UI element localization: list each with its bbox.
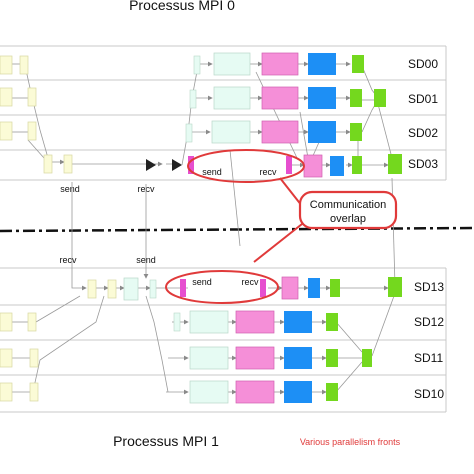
task-box-magenta: [286, 156, 292, 174]
task-box-yellow: [27, 312, 37, 332]
subdomain-label-sd13: SD13: [414, 280, 444, 294]
task-box-yellow: [27, 121, 37, 141]
task-box-green: [374, 89, 386, 107]
task-box-mint: [189, 380, 229, 404]
callout-line-2: overlap: [330, 213, 366, 225]
task-box-pink: [281, 276, 299, 300]
task-box-pink: [235, 310, 275, 334]
task-box-yellow: [43, 154, 53, 174]
task-box-yellow: [29, 382, 39, 402]
task-box-pale: [193, 55, 201, 75]
task-box-yellow: [0, 312, 13, 332]
task-box-magenta: [180, 279, 186, 297]
task-boxes-bottom: [0, 276, 402, 404]
task-box-yellow: [0, 121, 13, 141]
task-box-pale: [189, 89, 197, 109]
task-box-mint: [123, 277, 139, 301]
task-box-yellow: [107, 279, 117, 299]
subdomain-label-sd02: SD02: [408, 126, 438, 140]
task-boxes-top: [0, 52, 402, 178]
title-process-0: Processus MPI 0: [129, 0, 235, 13]
row-lines-bottom: [0, 267, 447, 413]
task-box-green: [388, 154, 402, 174]
task-box-green: [326, 349, 338, 367]
title-process-1: Processus MPI 1: [113, 433, 219, 449]
task-box-mint: [189, 310, 229, 334]
task-box-pink: [261, 120, 299, 144]
task-box-blue: [308, 87, 336, 109]
task-box-green: [326, 383, 338, 401]
subdomain-label-sd03: SD03: [408, 157, 438, 171]
process-divider: [0, 226, 474, 233]
arrow-marker: [146, 159, 156, 171]
recv-label-mid: recv: [59, 255, 77, 265]
task-box-mint: [213, 86, 251, 110]
task-box-yellow: [63, 154, 73, 174]
caption-parallelism-fronts: Various parallelism fronts: [300, 437, 401, 447]
task-box-green: [352, 156, 362, 174]
recv-label-ellipse-bottom: recv: [241, 277, 259, 287]
task-box-blue: [284, 381, 312, 403]
communication-overlap-callout: Communication overlap: [253, 177, 398, 263]
task-box-green: [326, 313, 338, 331]
task-box-blue: [308, 53, 336, 75]
task-box-magenta: [260, 279, 266, 297]
task-box-green: [352, 55, 364, 73]
task-box-mint: [213, 52, 251, 76]
task-box-yellow: [0, 87, 13, 107]
task-box-yellow: [0, 382, 13, 402]
task-box-blue: [308, 278, 320, 298]
overlap-ellipse-top: [187, 149, 305, 183]
task-box-pink: [261, 52, 299, 76]
task-box-pink: [235, 380, 275, 404]
task-box-blue: [330, 156, 344, 176]
task-box-yellow: [87, 279, 97, 299]
task-box-pale: [173, 312, 181, 332]
task-box-yellow: [19, 55, 29, 75]
task-box-pink: [303, 154, 323, 178]
overlap-ellipse-bottom: [165, 270, 279, 304]
arrow-marker: [172, 159, 182, 171]
task-box-yellow: [0, 348, 13, 368]
task-box-green: [350, 89, 362, 107]
task-box-magenta: [188, 156, 194, 174]
subdomain-label-sd11: SD11: [414, 351, 443, 365]
task-box-pink: [235, 346, 275, 370]
task-box-mint: [189, 346, 229, 370]
task-box-green: [350, 123, 362, 141]
subdomain-label-sd12: SD12: [414, 315, 444, 329]
task-box-green: [388, 277, 402, 297]
task-box-green: [330, 279, 340, 297]
task-box-pale: [149, 279, 157, 299]
subdomain-label-sd01: SD01: [408, 92, 438, 106]
send-label-top: send: [60, 184, 80, 194]
task-box-green: [362, 349, 372, 367]
task-box-pale: [185, 123, 193, 143]
subdomain-label-sd00: SD00: [408, 57, 438, 71]
send-label-ellipse-bottom: send: [192, 277, 212, 287]
task-box-mint: [211, 120, 251, 144]
subdomain-label-sd10: SD10: [414, 387, 444, 401]
task-box-blue: [284, 311, 312, 333]
task-box-blue: [284, 347, 312, 369]
task-box-blue: [308, 121, 336, 143]
recv-label-ellipse-top: recv: [259, 167, 277, 177]
callout-line-1: Communication: [310, 199, 386, 211]
task-box-yellow: [0, 55, 13, 75]
send-label-ellipse-top: send: [202, 167, 222, 177]
task-box-yellow: [29, 348, 39, 368]
task-box-yellow: [27, 87, 37, 107]
task-box-pink: [261, 86, 299, 110]
